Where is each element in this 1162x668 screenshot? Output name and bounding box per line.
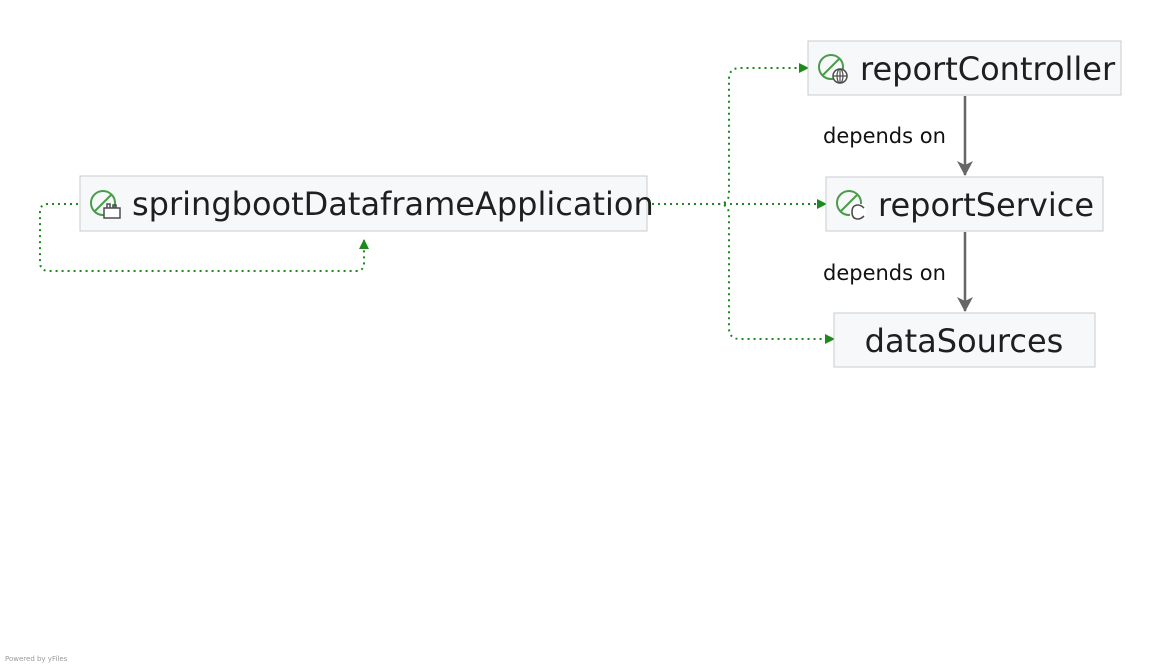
- powered-by-watermark: Powered by yFiles: [5, 655, 68, 663]
- node-data-sources[interactable]: dataSources: [833, 312, 1096, 368]
- node-springboot-application[interactable]: springbootDataframeApplication: [79, 175, 654, 232]
- edge-app-to-datasources: [717, 203, 835, 344]
- edge-app-self-loop: [39, 203, 369, 272]
- spring-boot-app-icon: [90, 190, 121, 219]
- spring-component-icon: [836, 190, 866, 220]
- node-label-data-sources: dataSources: [865, 322, 1064, 360]
- node-label-report-service: reportService: [878, 186, 1094, 224]
- app-edges: [39, 63, 835, 344]
- node-label-report-controller: reportController: [860, 50, 1116, 88]
- spring-web-controller-icon: [818, 54, 848, 84]
- edge-label-controller-service: depends on: [823, 124, 946, 148]
- edge-app-to-controller: [717, 63, 809, 205]
- edge-label-service-datasources: depends on: [823, 261, 946, 285]
- node-report-service[interactable]: reportService: [825, 176, 1104, 232]
- node-label-springboot-application: springbootDataframeApplication: [132, 185, 654, 223]
- node-report-controller[interactable]: reportController: [807, 40, 1122, 96]
